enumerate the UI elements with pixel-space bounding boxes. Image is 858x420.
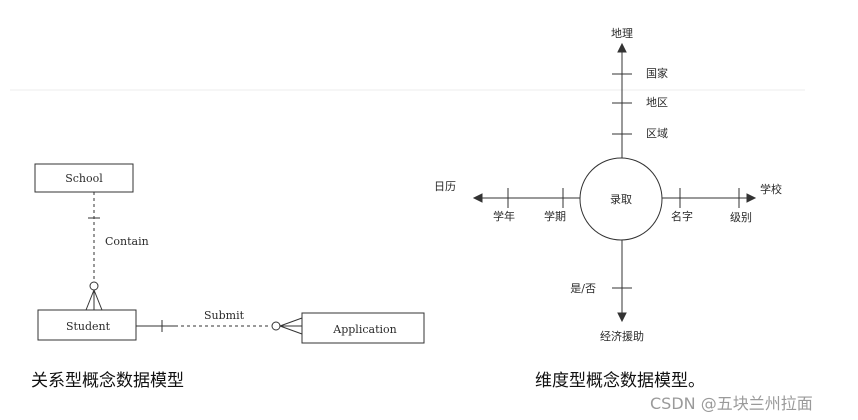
student-entity-box — [37, 309, 137, 341]
left-axis-arrow — [472, 193, 483, 203]
application-entity-box — [301, 312, 425, 344]
submit-relationship-label: Submit — [204, 309, 245, 322]
school-entity-label: School — [65, 172, 103, 185]
submit-optional-circle — [271, 321, 281, 331]
dimensional-diagram — [472, 42, 757, 323]
er-diagram — [34, 163, 425, 344]
csdn-watermark: CSDN @五块兰州拉面 — [650, 394, 813, 413]
left-tick-label-1: 学年 — [493, 209, 515, 223]
contain-crowfoot-left — [85, 289, 95, 311]
bottom-axis-arrow — [617, 312, 627, 323]
top-tick-label-3: 区域 — [646, 127, 668, 140]
bottom-tick-label-1: 是/否 — [570, 282, 596, 295]
dimensional-model-caption: 维度型概念数据模型。 — [535, 371, 705, 391]
bottom-axis-end-label: 经济援助 — [600, 329, 644, 343]
top-tick-label-1: 国家 — [646, 66, 668, 80]
student-entity-label: Student — [66, 320, 111, 333]
school-entity-box — [34, 163, 134, 193]
fact-circle — [579, 157, 663, 241]
fact-label: 录取 — [610, 193, 632, 206]
right-axis-end-label: 学校 — [760, 182, 782, 196]
diagram-canvas: School Student Application Contain Submi… — [10, 27, 805, 344]
contain-crowfoot-right — [93, 289, 103, 311]
submit-crowfoot-bottom — [279, 325, 303, 335]
relational-model-caption: 关系型概念数据模型 — [31, 371, 184, 391]
contain-optional-circle — [89, 281, 99, 291]
contain-relationship-label: Contain — [105, 235, 149, 248]
submit-crowfoot-top — [279, 317, 303, 327]
right-axis-arrow — [746, 193, 757, 203]
top-tick-label-2: 地区 — [646, 96, 668, 109]
left-tick-label-2: 学期 — [544, 209, 566, 223]
top-axis-arrow — [617, 42, 627, 53]
application-entity-label: Application — [332, 323, 396, 336]
left-axis-end-label: 日历 — [434, 180, 456, 193]
right-tick-label-1: 名字 — [671, 209, 693, 223]
right-tick-label-2: 级别 — [730, 211, 752, 224]
top-axis-end-label: 地理 — [611, 27, 633, 40]
